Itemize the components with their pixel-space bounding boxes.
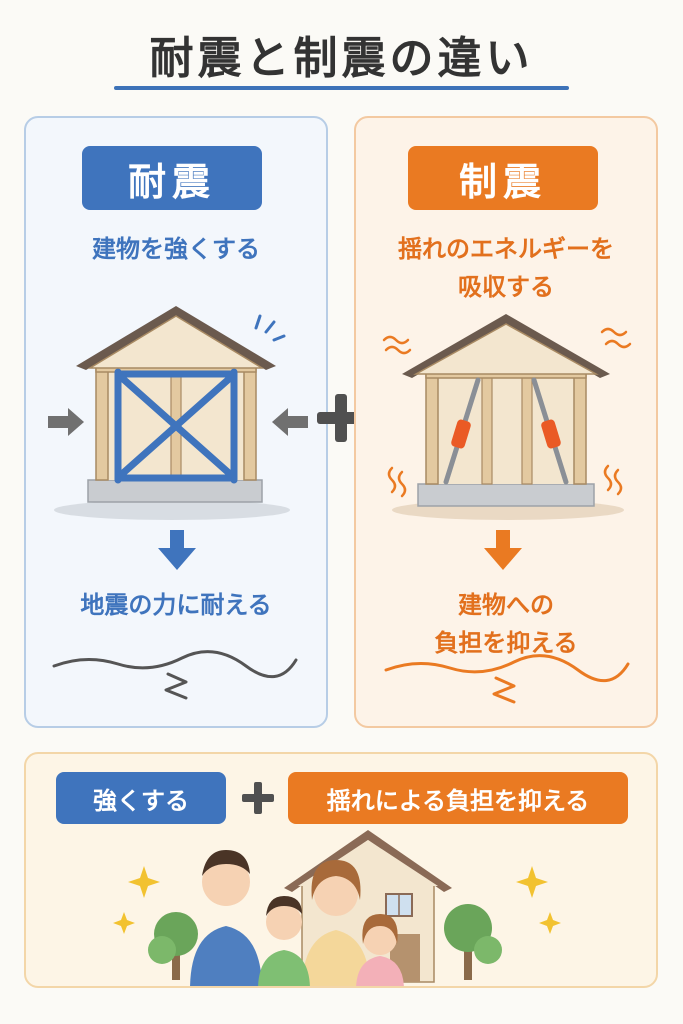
badge-taishin: 耐震 [82,146,262,210]
family-icon [190,850,404,986]
title-underline [114,86,569,90]
pill-reduce-load: 揺れによる負担を抑える [288,772,628,824]
arrow-left-icon [272,408,308,436]
badge-seishin: 制震 [408,146,598,210]
panel-taishin: 耐震 建物を強くする [24,116,328,728]
seishin-result-line2: 負担を抑える [434,629,578,657]
sparkle-icon [113,866,561,934]
panel-seishin: 制震 揺れのエネルギーを 吸収する [354,116,658,728]
taishin-result: 地震の力に耐える [80,591,272,619]
seishin-subtitle-line1: 揺れのエネルギーを [398,235,614,263]
seishin-subtitle-line2: 吸収する [458,273,554,301]
arrow-right-icon [48,408,84,436]
pill-strengthen: 強くする [56,772,226,824]
arrow-down-icon [484,530,522,570]
page-title: 耐震と制震の違い [149,33,534,84]
tree-icon [148,904,502,980]
family-house-illustration [113,830,561,986]
plus-icon [317,394,365,442]
seishin-illustration [382,314,632,704]
arrow-down-icon [158,530,196,570]
vibration-icon [382,327,632,498]
taishin-subtitle: 建物を強くする [92,235,260,263]
damper-icon [443,377,569,485]
plus-small-icon [242,782,274,814]
combined-panel: 強くする 揺れによる負担を抑える [24,752,658,988]
taishin-illustration [48,306,308,700]
impact-lines-icon [254,314,286,342]
seishin-result-line1: 建物への [458,591,554,619]
